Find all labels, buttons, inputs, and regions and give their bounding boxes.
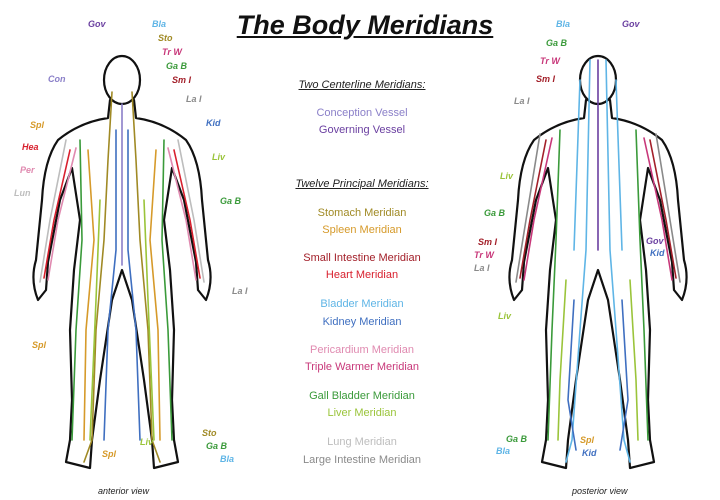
posterior-view-caption: posterior view (572, 486, 628, 496)
anterior-spleen-line (83, 149, 95, 441)
legend-item-gall-bladder: Gall Bladder Meridian (309, 390, 415, 402)
label-bla: Bla (556, 19, 571, 29)
label-spl: Spl (580, 435, 595, 445)
legend-item-governing: Governing Vessel (318, 124, 406, 136)
legend-item-small-intestine: Small Intestine Meridian (303, 252, 421, 264)
label-gov: Gov (88, 19, 106, 29)
label-bla: Bla (220, 454, 235, 464)
legend-item-kidney: Kidney Meridian (322, 316, 402, 328)
label-trw: Tr W (540, 56, 560, 66)
label-bla: Bla (496, 446, 511, 456)
label-lai: La I (474, 263, 490, 273)
anterior-view-caption: anterior view (98, 486, 150, 496)
label-kid: Kid (582, 448, 597, 458)
label-liv: Liv (140, 437, 154, 447)
label-spl: Spl (102, 449, 117, 459)
label-lai: La I (186, 94, 202, 104)
legend-item-liver: Liver Meridian (327, 407, 397, 419)
label-gab: Ga B (506, 434, 528, 444)
legend-item-heart: Heart Meridian (325, 269, 399, 281)
posterior-triplewarmer-line (523, 137, 553, 281)
anterior-figure (32, 54, 212, 470)
label-spl: Spl (30, 120, 45, 130)
label-gab: Ga B (484, 208, 506, 218)
anterior-kidney-line (103, 129, 117, 441)
legend-item-stomach: Stomach Meridian (317, 207, 407, 219)
label-smi: Sm I (172, 75, 192, 85)
label-liv: Liv (212, 152, 226, 162)
label-lun: Lun (14, 188, 31, 198)
posterior-gallbladder-line (547, 129, 561, 441)
posterior-largeintestine-line (515, 133, 541, 283)
legend-principal-heading: Twelve Principal Meridians: (295, 178, 429, 190)
label-kid: Kid (650, 248, 665, 258)
legend-item-spleen: Spleen Meridian (322, 224, 402, 236)
label-smi: Sm I (478, 237, 498, 247)
label-sto: Sto (202, 428, 217, 438)
anterior-liver-line (89, 199, 101, 441)
legend-item-lung: Lung Meridian (327, 436, 397, 448)
legend-item-triple-warmer: Triple Warmer Meridian (304, 361, 420, 373)
posterior-figure (508, 54, 688, 470)
legend-item-bladder: Bladder Meridian (320, 298, 404, 310)
label-gab: Ga B (220, 196, 242, 206)
posterior-smallintestine-line (519, 139, 547, 279)
posterior-liver-line (557, 279, 567, 441)
label-bla: Bla (152, 19, 167, 29)
label-per: Per (20, 165, 35, 175)
posterior-bladder-line (565, 59, 591, 463)
label-trw: Tr W (162, 47, 182, 57)
label-hea: Hea (22, 142, 39, 152)
label-liv: Liv (498, 311, 512, 321)
posterior-kidney-line (567, 299, 577, 451)
anterior-stomach-line (83, 91, 113, 463)
legend-item-large-intestine: Large Intestine Meridian (302, 454, 421, 466)
anterior-heart-line (43, 149, 71, 279)
legend-centerline-heading: Two Centerline Meridians: (298, 79, 426, 91)
label-con: Con (48, 74, 66, 84)
label-smi: Sm I (536, 74, 556, 84)
label-lai: La I (232, 286, 248, 296)
label-gab: Ga B (546, 38, 568, 48)
anterior-lung-line (39, 139, 67, 283)
anterior-pericardium-line (47, 147, 77, 281)
anterior-gallbladder-line (71, 139, 83, 441)
label-sto: Sto (158, 33, 173, 43)
label-gov: Gov (646, 236, 664, 246)
label-liv: Liv (500, 171, 514, 181)
legend-item-conception: Conception Vessel (316, 107, 408, 119)
label-spl: Spl (32, 340, 47, 350)
label-gab: Ga B (206, 441, 228, 451)
label-trw: Tr W (474, 250, 494, 260)
label-lai: La I (514, 96, 530, 106)
label-kid: Kid (206, 118, 221, 128)
legend-item-pericardium: Pericardium Meridian (310, 344, 414, 356)
page-title: The Body Meridians (236, 10, 494, 40)
label-gov: Gov (622, 19, 640, 29)
label-gab: Ga B (166, 61, 188, 71)
